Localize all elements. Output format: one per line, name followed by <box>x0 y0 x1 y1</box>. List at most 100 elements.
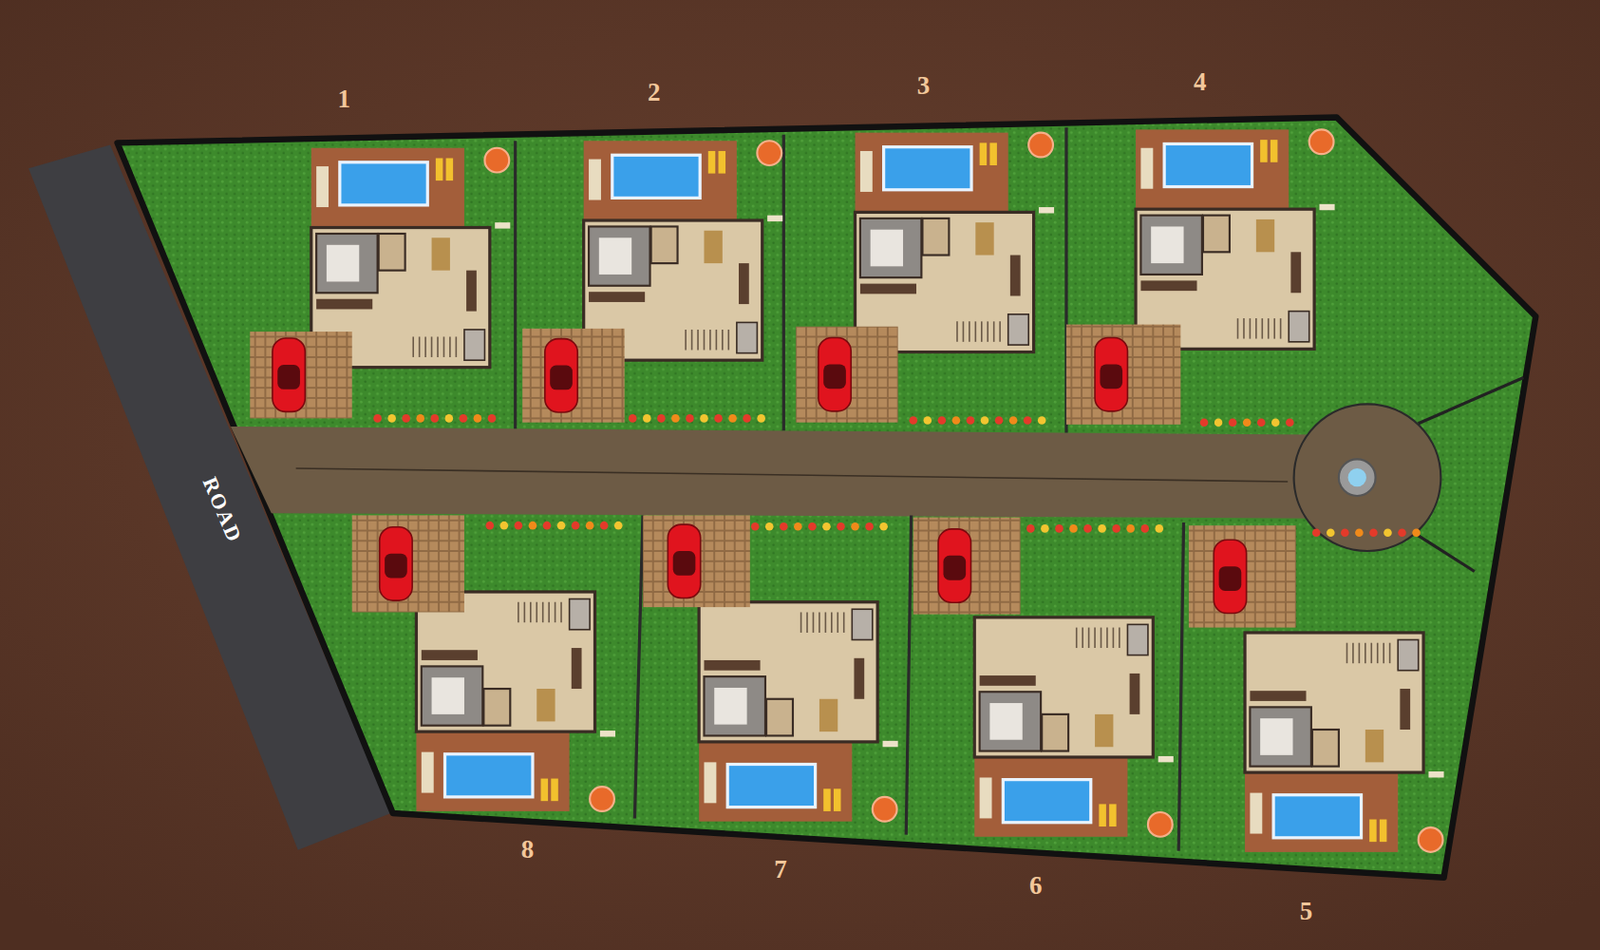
flower <box>1037 415 1047 425</box>
sofa <box>860 283 917 295</box>
stairs <box>998 320 1001 341</box>
plot-line <box>634 514 643 818</box>
lounger <box>1098 803 1107 827</box>
flower <box>488 414 497 423</box>
villa <box>855 132 1055 353</box>
flower <box>1126 524 1135 533</box>
bench <box>860 150 873 192</box>
stairs <box>691 329 694 350</box>
kitchen-counter <box>853 658 865 699</box>
plot-number: 6 <box>1029 870 1043 901</box>
bathroom <box>766 698 793 736</box>
bed <box>714 687 747 725</box>
path <box>1158 755 1174 762</box>
stair-landing <box>1397 639 1418 670</box>
pool-deck <box>698 741 852 822</box>
stairs <box>1280 318 1282 339</box>
stairs <box>812 611 815 632</box>
flower <box>1355 527 1364 537</box>
lounger <box>823 788 831 811</box>
stairs <box>517 602 520 622</box>
stairs <box>443 336 446 357</box>
car <box>1094 338 1128 412</box>
stairs <box>1358 642 1361 663</box>
flower <box>793 522 803 531</box>
flower <box>514 521 524 530</box>
stairs <box>986 320 989 341</box>
bed <box>599 237 632 275</box>
bedroom <box>588 225 650 285</box>
lounger <box>1109 803 1117 827</box>
fountain <box>1338 458 1376 496</box>
bedroom <box>1140 215 1202 275</box>
lounger <box>1260 139 1268 163</box>
car-patio <box>249 331 352 418</box>
flower <box>1200 417 1209 427</box>
path <box>494 222 510 228</box>
stair-landing <box>464 329 485 360</box>
flower <box>995 415 1004 425</box>
flower <box>714 414 723 423</box>
villa <box>415 591 616 811</box>
car-patio <box>1188 525 1297 627</box>
flower <box>1242 417 1252 427</box>
flower <box>865 522 874 531</box>
bathroom <box>1312 729 1339 767</box>
pool-deck <box>855 132 1009 213</box>
stairs <box>1255 318 1258 339</box>
bedroom <box>979 691 1041 751</box>
bathroom <box>1041 714 1069 752</box>
car <box>379 527 413 601</box>
flower <box>600 521 609 530</box>
stairs <box>1364 642 1367 663</box>
stairs <box>1249 318 1252 339</box>
stairs <box>1382 642 1385 663</box>
pool <box>727 764 815 808</box>
villa <box>974 617 1174 837</box>
plot-number: 4 <box>1193 66 1207 96</box>
stairs <box>975 320 978 341</box>
path <box>883 740 899 747</box>
car <box>818 338 851 412</box>
flower <box>966 415 976 425</box>
flower <box>952 415 961 425</box>
car-patio <box>522 328 624 423</box>
car <box>1213 539 1246 613</box>
flower <box>1228 417 1238 427</box>
stairs <box>1237 318 1240 339</box>
flower <box>528 521 538 530</box>
flower <box>401 414 411 423</box>
car-window <box>1219 565 1243 591</box>
villa <box>698 602 899 822</box>
stairs <box>1100 627 1103 648</box>
stair-landing <box>1288 311 1309 342</box>
sofa <box>703 659 760 671</box>
villa <box>583 140 784 360</box>
stairs <box>560 602 563 622</box>
car-window <box>384 553 408 579</box>
stairs <box>412 336 415 357</box>
stairs <box>436 336 439 357</box>
path <box>767 215 783 222</box>
bench <box>421 752 434 793</box>
car-window <box>549 365 573 391</box>
stairs <box>554 602 557 622</box>
flower <box>415 414 425 423</box>
stairs <box>825 611 828 632</box>
bench <box>316 166 329 208</box>
flower <box>879 522 888 531</box>
plot-number: 1 <box>337 84 351 114</box>
umbrella <box>1309 129 1335 154</box>
bench <box>1140 148 1153 189</box>
car <box>545 338 578 413</box>
pool-deck <box>1244 771 1398 852</box>
sofa <box>1249 690 1306 701</box>
bench <box>979 776 993 818</box>
stairs <box>535 602 538 622</box>
plot-number: 5 <box>1299 896 1314 926</box>
site-boundary <box>117 117 1537 878</box>
stairs <box>1352 642 1355 663</box>
umbrella <box>872 796 898 822</box>
car-window <box>942 555 966 581</box>
stairs <box>1273 318 1276 339</box>
